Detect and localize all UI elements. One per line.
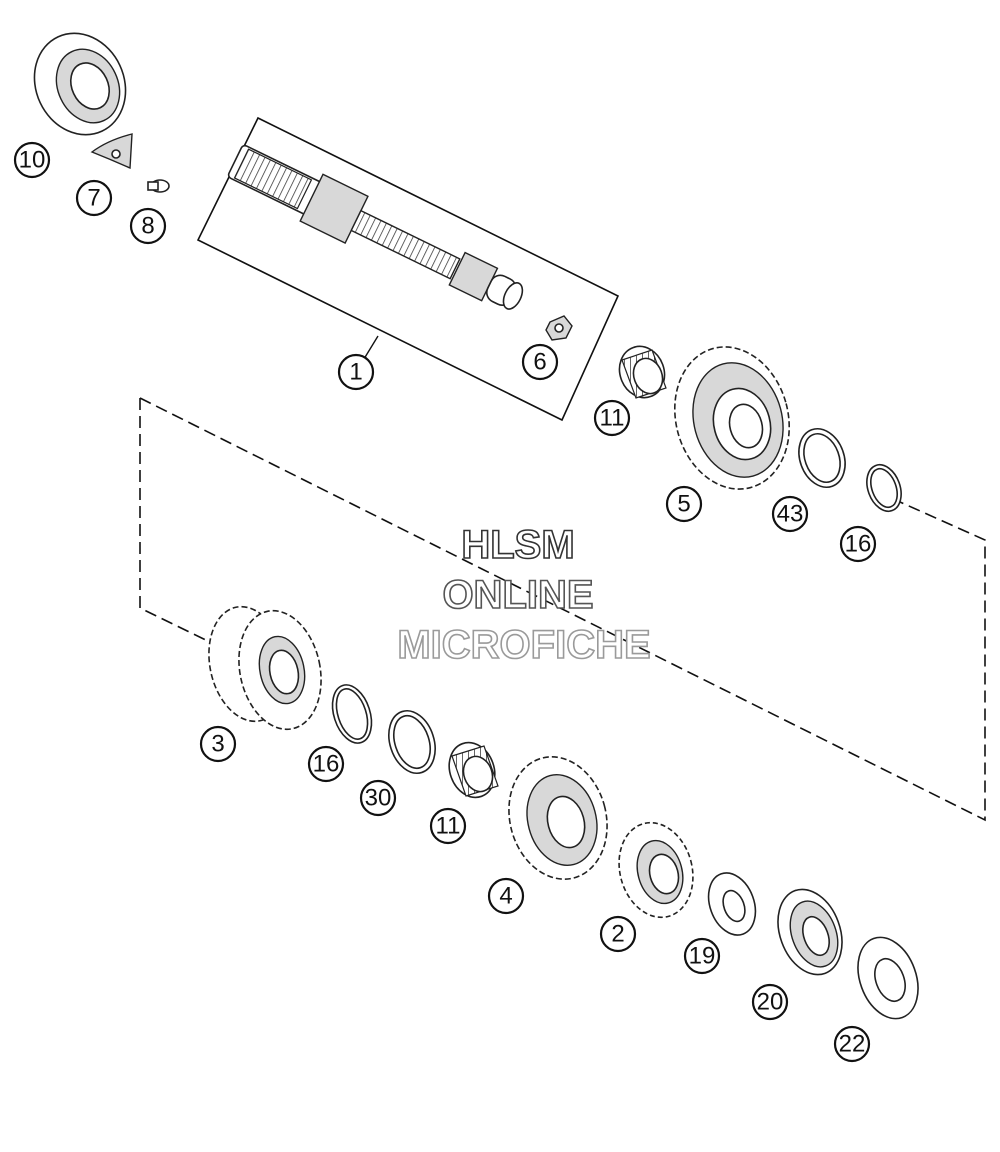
callout-label: 10: [19, 147, 46, 174]
callout-label: 20: [757, 989, 784, 1016]
lock-plate-part-7: [90, 133, 133, 170]
callout-label: 4: [499, 883, 512, 910]
circlip-part-16-lower: [331, 684, 373, 744]
callout-label: 22: [839, 1031, 866, 1058]
callout-30: 30: [359, 779, 397, 817]
callout-20: 20: [751, 983, 789, 1021]
callout-19: 19: [683, 937, 721, 975]
callout-43: 43: [771, 495, 809, 533]
washer-part-19: [707, 872, 757, 936]
callout-16-lower: 16: [307, 745, 345, 783]
callout-label: 5: [677, 491, 690, 518]
needle-bearing-part-11-upper: [618, 345, 667, 399]
watermark-line-2: ONLINE: [442, 573, 593, 617]
bearing-part-20: [777, 888, 843, 976]
callout-label: 30: [365, 785, 392, 812]
gear-part-5: [673, 346, 791, 490]
callout-label: 16: [845, 531, 872, 558]
gear-part-4: [508, 756, 608, 880]
bearing-part-10: [33, 32, 127, 136]
watermark-line-3: MICROFICHE: [397, 623, 650, 667]
washer-part-43: [798, 428, 846, 488]
callout-label: 1: [349, 359, 362, 386]
callout-22: 22: [833, 1025, 871, 1063]
gear-part-2: [618, 821, 694, 919]
callout-1: 1: [337, 353, 375, 391]
callout-4: 4: [487, 877, 525, 915]
callout-label: 16: [313, 751, 340, 778]
callout-16-upper: 16: [839, 525, 877, 563]
callout-11-lower: 11: [429, 807, 467, 845]
assembly-dashed-line-right: [139, 397, 986, 822]
callout-label: 19: [689, 943, 716, 970]
callout-label: 3: [211, 731, 224, 758]
shaft-group-frame: [196, 116, 620, 422]
watermark-line-1: HLSM: [461, 523, 574, 567]
callout-10-top: 10: [13, 141, 51, 179]
callout-6: 6: [521, 343, 559, 381]
nut-part-6: [545, 315, 573, 341]
circlip-part-16-upper: [866, 463, 902, 513]
callout-2: 2: [599, 915, 637, 953]
needle-bearing-part-11-lower: [448, 741, 499, 799]
callout-5: 5: [665, 485, 703, 523]
callout-label: 43: [777, 501, 804, 528]
assembly-dashed-line-left: [139, 398, 215, 645]
washer-part-30: [388, 710, 436, 774]
callout-label: 6: [533, 349, 546, 376]
watermark: HLSM ONLINE MICROFICHE: [397, 522, 652, 668]
shim-part-22: [857, 936, 919, 1020]
callout-label: 7: [87, 185, 100, 212]
double-gear-part-3: [208, 605, 322, 731]
callout-8: 8: [129, 207, 167, 245]
callout-label: 11: [436, 813, 461, 840]
main-shaft-part-1: [227, 144, 524, 310]
screw-part-8: [147, 179, 170, 193]
callout-label: 11: [600, 405, 625, 432]
callout-label: 8: [141, 213, 154, 240]
callout-label: 2: [611, 921, 624, 948]
callout-3: 3: [199, 725, 237, 763]
callout-7: 7: [75, 179, 113, 217]
callout-11-upper: 11: [593, 399, 631, 437]
